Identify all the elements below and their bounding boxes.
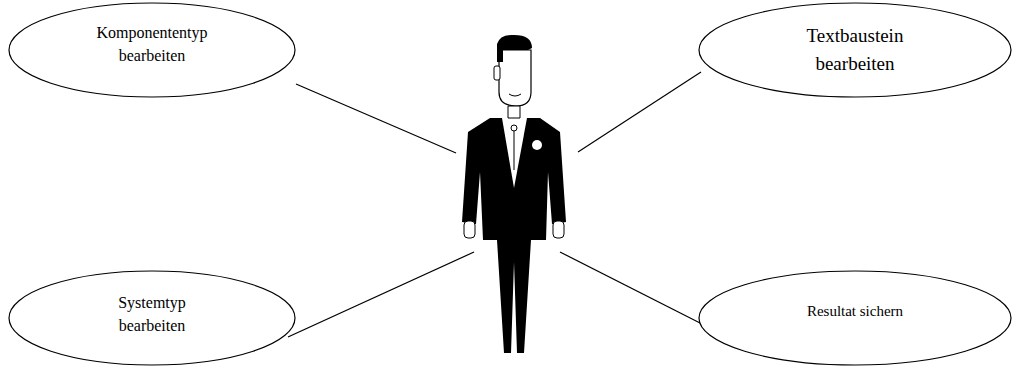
use-case-ellipse: Textbaustein bearbeiten [698, 2, 1012, 98]
association-line [296, 84, 456, 153]
actor-figure [462, 35, 566, 353]
use-case-label: Komponententyp bearbeiten [87, 21, 217, 67]
use-case-label: Textbaustein bearbeiten [790, 22, 920, 77]
ellipse-outline [698, 2, 1012, 98]
use-case-label: Systemtyp bearbeiten [97, 291, 207, 337]
use-case-ellipse: Resultat sichern [698, 270, 1012, 366]
use-case-label: Resultat sichern [807, 301, 903, 323]
use-case-ellipse: Komponententyp bearbeiten [8, 2, 296, 98]
association-line [288, 252, 474, 337]
use-case-ellipse: Systemtyp bearbeiten [8, 270, 296, 366]
association-line [560, 252, 700, 323]
association-line [578, 72, 701, 152]
